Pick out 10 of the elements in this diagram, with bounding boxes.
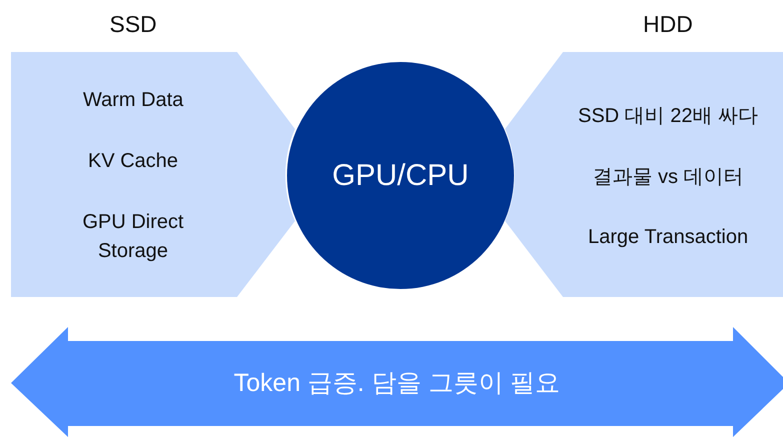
panel-item: GPU Direct Storage: [81, 210, 185, 264]
circle-label: GPU/CPU: [332, 158, 469, 192]
band-label: Token 급증. 담을 그릇이 필요: [232, 368, 562, 399]
panel-item: KV Cache: [88, 149, 178, 174]
panel-item: 결과물 vs 데이터: [592, 165, 744, 190]
panel-heading: HDD: [643, 10, 693, 39]
panel-item: Large Transaction: [588, 225, 748, 250]
panel-heading: SSD: [110, 10, 157, 39]
panel-item: Warm Data: [83, 88, 184, 113]
panel-item: SSD 대비 22배 싸다: [578, 104, 758, 129]
